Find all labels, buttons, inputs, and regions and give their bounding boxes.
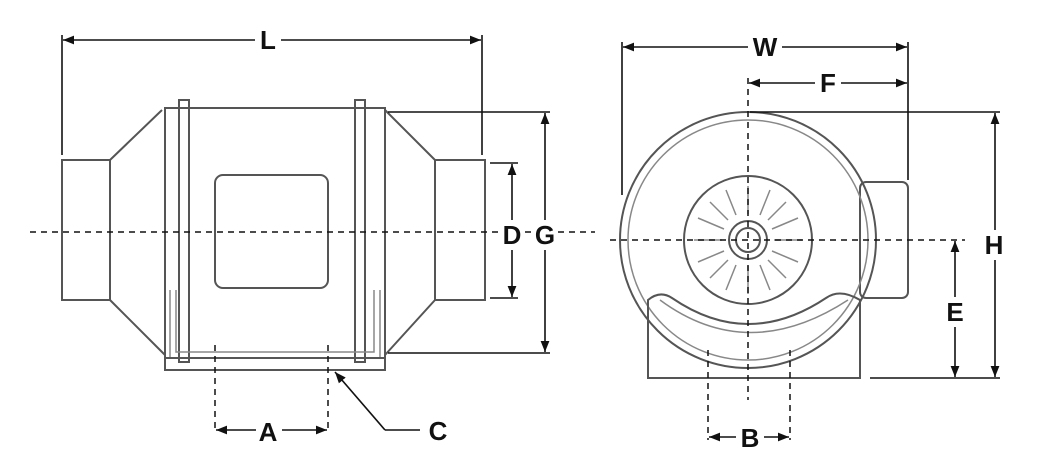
clamp-rib-right <box>354 99 366 363</box>
dimension-D-label: D <box>503 220 522 250</box>
outlet-cone <box>384 109 436 356</box>
mounting-bracket <box>169 290 381 359</box>
dimension-W-label: W <box>753 32 778 62</box>
dimension-E-label: E <box>946 297 963 327</box>
inlet-duct <box>61 159 111 301</box>
outlet-duct <box>434 159 486 301</box>
dimension-C-label: C <box>429 416 448 446</box>
base-plate <box>164 357 386 371</box>
fan-body <box>164 107 386 359</box>
dimension-B-label: B <box>741 423 760 453</box>
base-foot <box>647 292 861 379</box>
front-view: W F H E B <box>610 32 1009 453</box>
dimension-H-label: H <box>985 230 1004 260</box>
dimension-C-leader <box>334 371 386 431</box>
side-view: L D G A C <box>30 25 595 447</box>
dimension-F-label: F <box>820 68 836 98</box>
clamp-rib-left <box>178 99 190 363</box>
dimension-G-label: G <box>535 220 555 250</box>
inlet-cone <box>109 109 166 356</box>
dimension-A-label: A <box>259 417 278 447</box>
dimension-L-label: L <box>260 25 276 55</box>
